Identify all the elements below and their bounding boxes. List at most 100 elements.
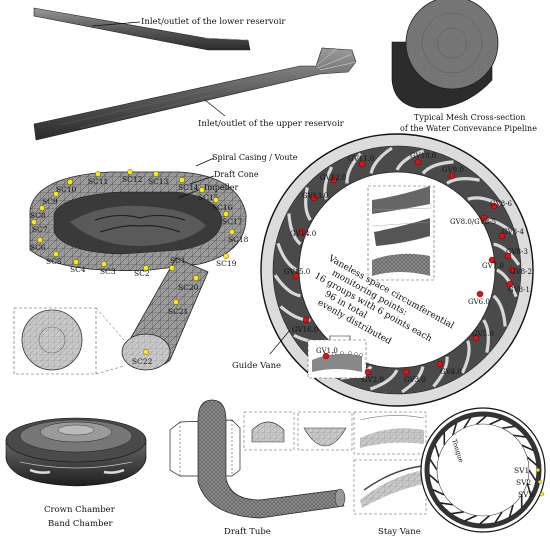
guide-vane-point-label: GV3.0 (404, 376, 426, 384)
spiral-point-marker (213, 197, 219, 203)
guide-vane-point-marker (488, 256, 496, 264)
guide-vane-point-marker (414, 158, 422, 166)
guide-vane-point-marker (504, 252, 512, 260)
stay-vane-blade (528, 469, 537, 482)
stay-vane-blade (434, 444, 440, 458)
stay-vane-blade (429, 458, 438, 471)
stay-vane-blade (479, 514, 491, 525)
stay-vane-point-marker (538, 480, 542, 484)
spiral-point-label: SC1 (170, 256, 186, 265)
guide-vane-point-marker (402, 368, 410, 376)
guide-vane-blade (287, 213, 302, 246)
guide-vane-point-label: GV13.0 (302, 192, 328, 200)
spiral-point-marker (67, 179, 73, 185)
guide-vane-blade (446, 177, 480, 185)
spiral-point-label: SC21 (168, 307, 188, 316)
guide-vane-point-label: GV5.0 (472, 330, 494, 338)
label-band-chamber: Band Chamber (48, 519, 114, 529)
spiral-point-label: SC22 (132, 357, 153, 366)
spiral-point-label: SC12 (122, 175, 143, 184)
guide-vane-point-marker (508, 266, 516, 274)
spiral-point-label: SC3 (100, 267, 116, 276)
guide-vane-point-marker (490, 202, 498, 210)
stay-vane-insets (353, 411, 427, 515)
stay-vane-blade (464, 514, 477, 522)
guide-vane-blade (276, 242, 298, 272)
spiral-point-label: SC11 (88, 177, 108, 186)
crown-band-chamber-model (5, 417, 147, 487)
guide-vane-point-marker (364, 368, 372, 376)
stay-vane-ring (420, 407, 546, 533)
stay-vane-blade (475, 415, 487, 426)
label-draft-tube: Draft Tube (224, 527, 271, 537)
draft-tube-model (169, 399, 346, 519)
spiral-point-marker (169, 265, 175, 271)
guide-vane-blade (395, 149, 425, 171)
spiral-point-label: SC7 (32, 225, 48, 234)
guide-vane-point-marker (498, 232, 506, 240)
upper-reservoir-pipe (33, 45, 357, 141)
stay-vane-blade (489, 418, 502, 426)
spiral-point-marker (53, 251, 59, 257)
leader-draft-cone (189, 175, 215, 185)
spiral-point-label: SC5 (46, 257, 62, 266)
spiral-point-marker (39, 205, 45, 211)
spiral-point-marker (53, 191, 59, 197)
stay-vane-blade (432, 488, 445, 496)
stay-vane-blade (440, 502, 453, 506)
guide-vane-point-marker (448, 172, 456, 180)
spiral-point-label: SC17 (222, 217, 243, 226)
guide-vane-blade (421, 160, 454, 175)
spiral-point-marker (179, 177, 185, 183)
spiral-point-marker (153, 171, 159, 177)
guide-vane-point-label: GV1.0 (316, 347, 338, 355)
stay-vane-blade (526, 456, 538, 466)
guide-vane-point-marker (436, 360, 444, 368)
guide-vane-blade (467, 196, 501, 207)
spiral-point-marker (37, 237, 43, 243)
guide-vane-point-label: GV11.0 (348, 155, 374, 163)
label-mesh-line2: of the Water Convevance Pipeline (400, 124, 537, 133)
spiral-point-label: SC8 (30, 211, 46, 220)
spiral-point-label: SC16 (212, 203, 233, 212)
guide-vane-point-marker (298, 228, 306, 236)
spiral-point-label: SC13 (148, 177, 169, 186)
mesh-cross-section-cylinder (391, 0, 499, 109)
spiral-casing-model (29, 171, 247, 371)
guide-vane-point-marker (472, 334, 480, 342)
spiral-point-label: SC14 (178, 183, 199, 192)
label-spiral-casing: Spiral Casing / Voute (212, 153, 298, 162)
guide-vane-point-marker (480, 214, 488, 222)
guide-vane-point-label: GV8-6 (490, 200, 512, 208)
stay-vane-blade (508, 504, 514, 518)
guide-vane-point-marker (302, 316, 310, 324)
spiral-point-label: SC20 (178, 283, 199, 292)
guide-vane-point-label: GV14.0 (290, 230, 316, 238)
leader-guide-vane (269, 329, 291, 355)
guide-vane-blade (323, 166, 334, 200)
stay-vane-point-label: SV1 (514, 466, 529, 475)
guide-vane-point-marker (476, 290, 484, 298)
guide-vane-point-marker (322, 352, 330, 360)
guide-vane-blade (496, 268, 518, 298)
guide-vane-point-label: GV10.0 (410, 152, 436, 160)
spiral-point-label: SC10 (56, 185, 77, 194)
leader-spiral (195, 157, 215, 167)
vaneless-bracket (329, 335, 351, 340)
stay-vane-point-label: SV2 (516, 478, 532, 487)
spiral-point-marker (101, 261, 107, 267)
spiral-point-label: SC15 (198, 193, 219, 202)
spiral-point-marker (31, 219, 37, 225)
label-mesh-line1: Typical Mesh Cross-section (414, 113, 525, 122)
guide-vane-inset (367, 185, 435, 281)
spiral-point-label: SC19 (216, 259, 237, 268)
stay-vane-blade (521, 444, 534, 452)
spiral-point-marker (143, 349, 149, 355)
guide-vane-point-label: GV8-1 (508, 286, 530, 294)
leader-lower (91, 21, 141, 27)
guide-vane-point-label: GV8.0/GV8-5 (450, 218, 496, 226)
